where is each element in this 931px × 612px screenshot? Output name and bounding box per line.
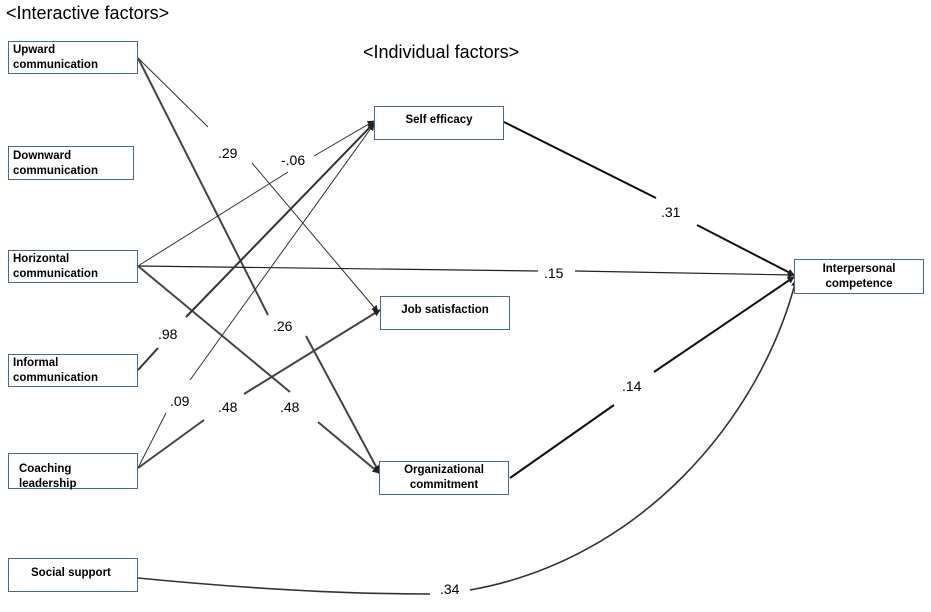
node-informal-communication: Informal communication [8, 354, 138, 387]
node-coaching-leadership: Coaching leadership [8, 453, 138, 490]
node-horizontal-communication: Horizontal communication [8, 250, 138, 283]
arrow-social-support-to-interpersonal-a [137, 577, 431, 595]
node-social-support: Social support [8, 558, 138, 592]
arrow-upward-to-job-satisfaction-head [251, 162, 379, 313]
coefficient-coaching-job-satisfaction: .48 [218, 399, 238, 415]
arrow-coaching-to-self-efficacy-a [137, 412, 167, 469]
arrow-upward-to-org-commitment [137, 57, 269, 316]
arrow-self-efficacy-to-interpersonal-b [696, 224, 795, 276]
node-label-line2: communication [13, 268, 98, 280]
coefficient-informal-self-efficacy: .98 [158, 326, 178, 342]
coefficient-horizontal-self-efficacy: -.06 [281, 152, 306, 168]
arrow-coaching-to-job-satisfaction-b [243, 309, 381, 395]
node-label-line1: Interpersonal [822, 263, 896, 275]
arrow-horizontal-to-interpersonal-a [137, 265, 539, 272]
coefficient-horizontal-interpersonal: .15 [544, 265, 564, 281]
interactive-factors-heading: <Interactive factors> [6, 3, 170, 23]
coefficient-upward-job-satisfaction: .29 [218, 145, 238, 161]
node-interpersonal-competence: Interpersonal competence [794, 259, 924, 294]
node-label-line1: Self efficacy [405, 114, 473, 126]
node-organizational-commitment: Organizational commitment [379, 461, 509, 495]
arrow-informal-to-self-efficacy-a [137, 347, 159, 371]
arrow-horizontal-to-org-commitment-a [137, 265, 291, 393]
node-label-line2: commitment [409, 479, 479, 491]
node-label-line1: Downward [13, 150, 72, 162]
node-label-line1: Upward [13, 44, 56, 56]
arrow-horizontal-to-interpersonal-b [574, 270, 795, 279]
arrow-horizontal-to-org-commitment-b [317, 421, 380, 474]
node-label-line1: Horizontal [13, 253, 70, 265]
arrow-coaching-to-self-efficacy-b [189, 123, 375, 381]
node-label-line1: Social support [31, 567, 111, 579]
arrow-social-support-to-interpersonal-b [469, 279, 798, 591]
arrow-coaching-to-job-satisfaction-a [137, 419, 205, 469]
node-label-line2: communication [13, 59, 98, 71]
node-downward-communication: Downward communication [8, 146, 134, 180]
coefficient-self-efficacy-interpersonal: .31 [661, 204, 681, 220]
node-label-line2: competence [825, 278, 893, 290]
node-label-line2: communication [13, 372, 98, 384]
arrow-upward-to-org-commitment-head [305, 335, 380, 473]
arrow-org-commitment-to-interpersonal-b [653, 276, 795, 373]
node-upward-communication: Upward communication [8, 41, 138, 74]
arrow-informal-to-self-efficacy-b [185, 122, 375, 318]
individual-factors-heading: <Individual factors> [363, 42, 520, 62]
coefficient-org-commitment-interpersonal: .14 [622, 378, 642, 394]
node-label-line1: Informal [13, 357, 59, 369]
coefficient-social-support-interpersonal: .34 [440, 581, 460, 597]
arrow-horizontal-to-self-efficacy-a [137, 171, 289, 267]
node-label-line1: Job satisfaction [401, 304, 489, 316]
coefficient-horizontal-org-commitment: .48 [280, 399, 300, 415]
node-self-efficacy: Self efficacy [374, 106, 504, 140]
node-label-line1: Organizational [404, 464, 484, 476]
coefficient-upward-org-commitment: .26 [273, 318, 293, 334]
arrow-self-efficacy-to-interpersonal-a [503, 121, 657, 199]
node-job-satisfaction: Job satisfaction [380, 296, 510, 330]
arrow-org-commitment-to-interpersonal-a [509, 404, 615, 479]
arrow-upward-to-job-satisfaction [137, 57, 209, 128]
arrow-horizontal-to-self-efficacy-b [313, 120, 375, 157]
node-label-line2: communication [13, 165, 98, 177]
node-label-line1: Coaching leadership [19, 463, 77, 490]
coefficient-coaching-self-efficacy: .09 [170, 393, 190, 409]
